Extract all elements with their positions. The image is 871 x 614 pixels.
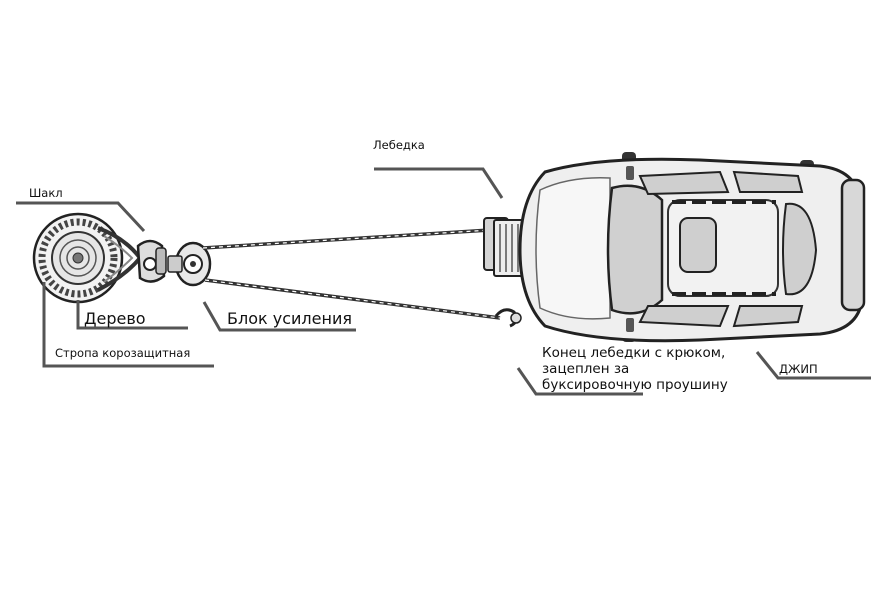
- jeep-top-view: [518, 152, 866, 343]
- label-hook-line-3: буксировочную проушину: [542, 377, 728, 393]
- winch-cables: [202, 228, 501, 320]
- label-jeep: ДЖИП: [779, 362, 818, 376]
- leader-shackle: [16, 201, 146, 233]
- leader-lines: [16, 167, 871, 396]
- label-hook-line-1: Конец лебедки с крюком,: [542, 345, 726, 361]
- cable-hook: [494, 308, 522, 328]
- label-strap: Стропа корозащитная: [55, 346, 191, 360]
- shackle: [136, 239, 167, 283]
- snatch-block: [167, 241, 212, 287]
- label-hook-line-2: зацеплен за: [542, 361, 630, 377]
- leader-block: [202, 301, 356, 332]
- leader-hook: [516, 367, 643, 396]
- label-snatch-block: Блок усиления: [227, 309, 352, 328]
- leader-jeep: [755, 351, 871, 380]
- tree-trunk: [32, 212, 124, 304]
- label-hook-end: Конец лебедки с крюком, зацеплен за букс…: [542, 345, 742, 393]
- label-tree: Дерево: [84, 309, 146, 328]
- leader-winch: [374, 167, 504, 199]
- leader-strap: [42, 282, 214, 368]
- label-winch: Лебедка: [373, 138, 425, 152]
- leader-tree: [76, 300, 188, 330]
- label-shackle: Шакл: [29, 186, 63, 200]
